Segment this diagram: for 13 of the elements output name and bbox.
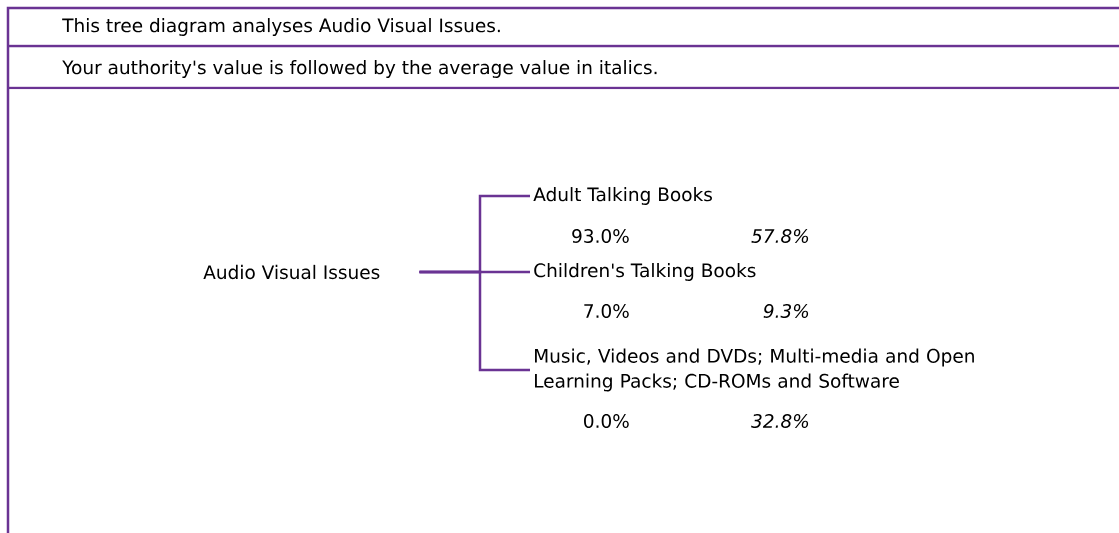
value-text: 0.0% (584, 414, 629, 428)
value-text: 93.0% (572, 229, 629, 243)
tree-label: Adult Talking Books (533, 187, 712, 205)
tree-label: Children's Talking Books (534, 263, 756, 281)
connector-line (419, 270, 530, 372)
average-value: 9.3% (763, 304, 809, 318)
average-value: 32.8% (751, 414, 809, 428)
average-value: 57.8% (751, 229, 809, 243)
value-text: 7.0% (584, 304, 629, 318)
tree-label: Music, Videos and DVDs; Multi-media and Open Learning Packs; CD-ROMs and Software (535, 348, 974, 392)
tree-label: Audio Visual Issues (203, 264, 380, 280)
note-text: This tree diagram analyses Audio Visual Issues. (62, 18, 500, 36)
note-text: Your authority's value is followed by the average value in italics. (62, 60, 657, 78)
